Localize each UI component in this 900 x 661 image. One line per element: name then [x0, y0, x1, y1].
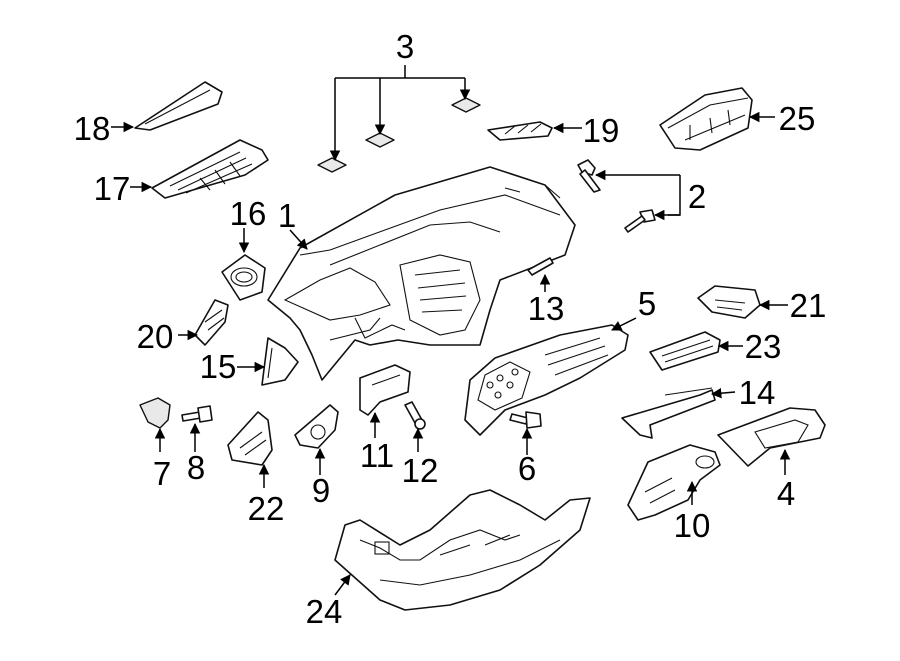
- callout-19: 19: [583, 112, 620, 149]
- callout-23: 23: [745, 328, 782, 365]
- callout-25: 25: [779, 100, 816, 137]
- callout-17: 17: [94, 170, 131, 207]
- part-25-airbag-module: [659, 87, 753, 151]
- callout-9: 9: [312, 472, 330, 509]
- part-15-side-cover: [261, 337, 299, 386]
- callout-14: 14: [739, 374, 776, 411]
- part-5-cluster-housing: [464, 324, 629, 436]
- part-20-end-cap: [194, 299, 229, 346]
- callout-16: 16: [230, 195, 267, 232]
- part-16-switch-bezel: [221, 254, 266, 301]
- callout-3: 3: [396, 28, 414, 65]
- callout-5: 5: [638, 285, 656, 322]
- part-22-knee-bracket: [227, 411, 273, 466]
- part-8-bolt: [181, 405, 213, 423]
- callout-22: 22: [248, 490, 285, 527]
- part-14-support-bracket: [621, 387, 716, 439]
- callout-labels: 3 18 17 19 25 2 1 16 13 21 5 20 23 15 14…: [74, 28, 827, 630]
- part-12-bolt: [404, 401, 426, 430]
- part-7-switch: [139, 397, 171, 429]
- part-21-vent: [697, 285, 761, 319]
- callout-8: 8: [187, 449, 205, 486]
- callout-21: 21: [790, 287, 827, 324]
- part-1-instrument-panel: [267, 166, 576, 381]
- part-11-bracket: [359, 364, 411, 416]
- callout-15: 15: [200, 348, 237, 385]
- callout-1: 1: [278, 197, 296, 234]
- part-10-column-cover: [627, 444, 721, 521]
- callout-24: 24: [306, 593, 343, 630]
- callout-18: 18: [74, 110, 111, 147]
- callout-10: 10: [674, 507, 711, 544]
- callout-4: 4: [777, 475, 795, 512]
- part-9-ignition-surround: [294, 404, 339, 449]
- callout-12: 12: [402, 452, 439, 489]
- leader-lines: [111, 65, 791, 596]
- callout-13: 13: [528, 290, 565, 327]
- callout-6: 6: [518, 450, 536, 487]
- callout-11: 11: [360, 437, 394, 474]
- part-19-vent-bezel: [487, 121, 553, 141]
- part-4-trim-panel: [717, 407, 826, 467]
- part-13-trim-piece: [527, 257, 554, 276]
- part-23-center-vent: [649, 331, 721, 371]
- callout-7: 7: [153, 455, 171, 492]
- callout-20: 20: [137, 318, 174, 355]
- callout-2: 2: [688, 178, 706, 215]
- part-17-speaker-grille: [151, 139, 269, 199]
- part-3-clips: [317, 97, 481, 173]
- part-6-bolt: [509, 411, 542, 429]
- part-18-trim-strip: [134, 81, 223, 131]
- part-24-lower-panel: [334, 489, 591, 611]
- part-2-bolts: [577, 159, 656, 233]
